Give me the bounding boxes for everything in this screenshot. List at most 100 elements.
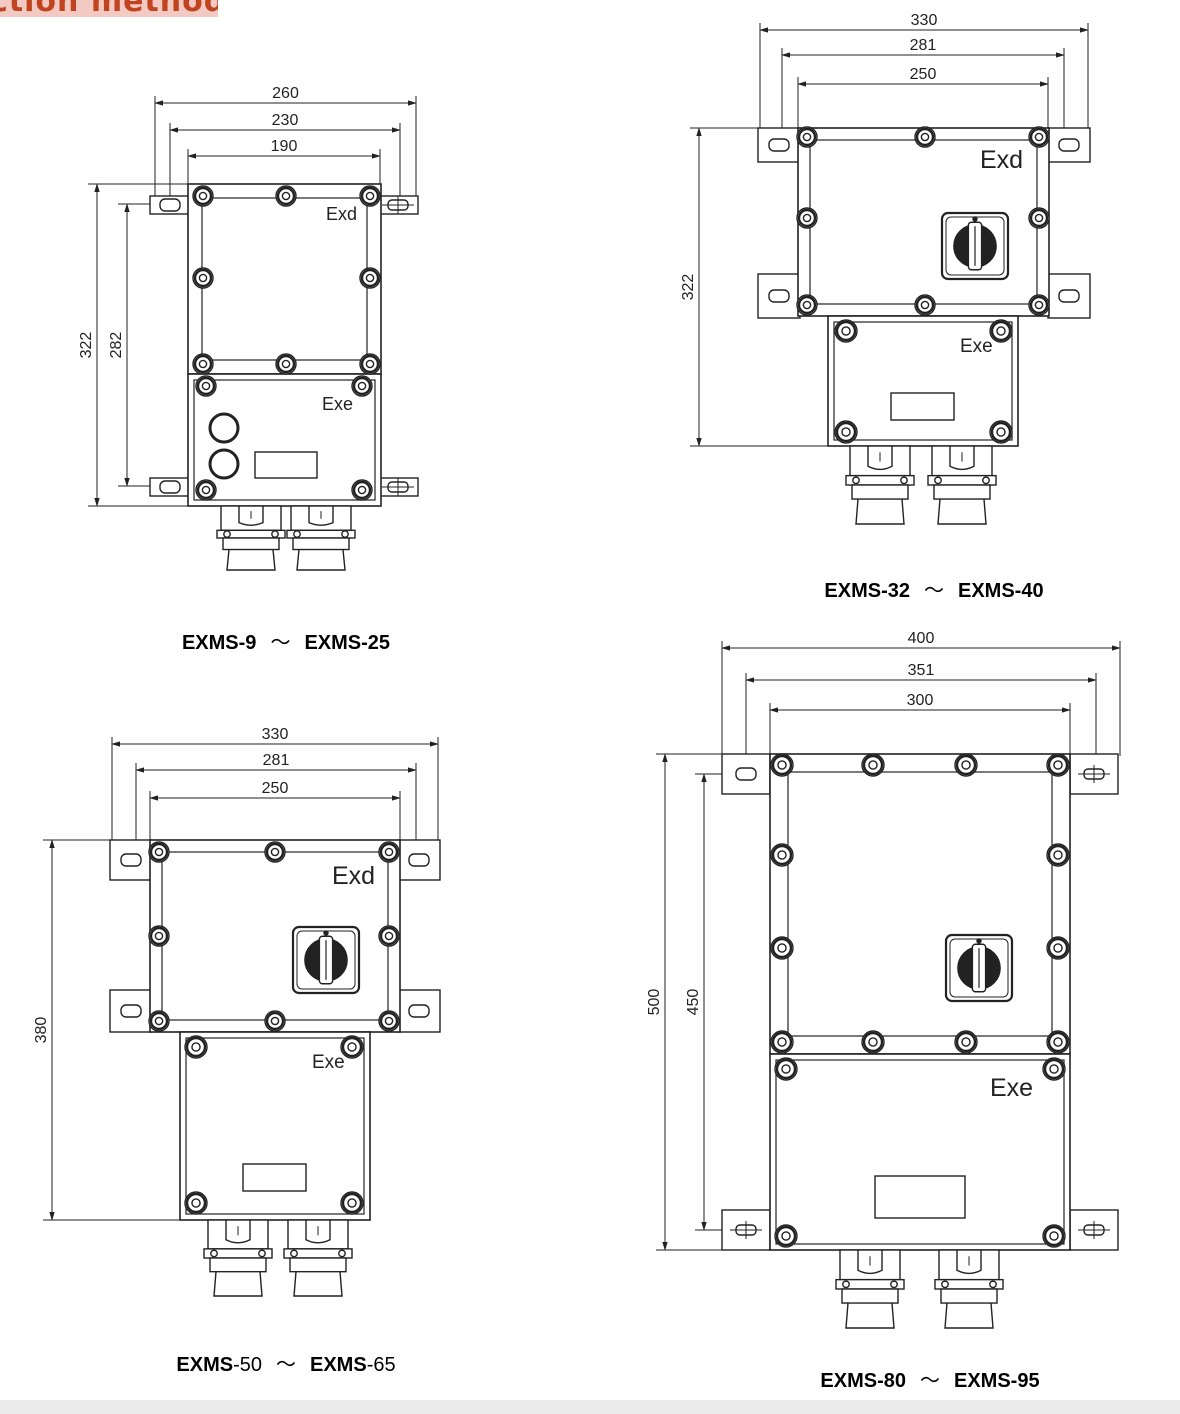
bolt-icon	[264, 841, 286, 863]
exd-label: Exd	[332, 862, 375, 890]
bolt-icon	[359, 267, 381, 289]
mounting-tab	[721, 753, 771, 795]
bolt-icon	[1046, 753, 1070, 777]
dimension-label: 351	[908, 662, 935, 679]
enclosure-frame	[769, 753, 1071, 1055]
dimension-label: 282	[108, 332, 125, 359]
enclosure-frame	[827, 315, 1019, 447]
model-b-prefix: EXMS-40	[958, 580, 1044, 602]
bolt-icon	[914, 294, 936, 316]
page-bottom-strip	[0, 1400, 1180, 1414]
bolt-icon	[989, 319, 1013, 343]
exd-label: Exd	[326, 204, 357, 224]
bolt-icon	[192, 267, 214, 289]
model-a-prefix: EXMS-80	[820, 1370, 906, 1392]
exe-label: Exe	[312, 1052, 345, 1073]
vertical-dimension: 500	[646, 753, 770, 1251]
bolt-icon	[184, 1191, 208, 1215]
cable-gland	[845, 445, 915, 525]
horizontal-dimension: 250	[149, 780, 401, 848]
dimension-label: 190	[271, 138, 298, 155]
range-separator: ～	[276, 1354, 296, 1376]
bolt-icon	[861, 753, 885, 777]
mounting-tab	[757, 273, 801, 319]
horizontal-dimension: 300	[769, 692, 1071, 756]
horizontal-dimension: 281	[781, 37, 1065, 128]
bolt-icon	[148, 925, 170, 947]
rotary-switch-icon	[944, 933, 1014, 1003]
mounting-tab	[377, 477, 419, 497]
dimension-label: 380	[33, 1017, 50, 1044]
bolt-icon	[796, 207, 818, 229]
horizontal-dimension: 400	[721, 630, 1121, 756]
bolt-icon	[1042, 1224, 1066, 1248]
bolt-icon	[954, 753, 978, 777]
mounting-tab	[1069, 1209, 1119, 1251]
bolt-icon	[796, 126, 818, 148]
section-header-title: ction methods	[0, 0, 218, 17]
dimension-label: 300	[907, 692, 934, 709]
bolt-icon	[1028, 207, 1050, 229]
bolt-icon	[148, 1010, 170, 1032]
horizontal-dimension: 351	[745, 662, 1097, 756]
bolt-icon	[834, 420, 858, 444]
bolt-icon	[796, 294, 818, 316]
bolt-icon	[340, 1191, 364, 1215]
bolt-icon	[770, 936, 794, 960]
bolt-icon	[195, 375, 217, 397]
mounting-tab	[1047, 127, 1091, 163]
dimension-label: 330	[911, 12, 938, 29]
mounting-tab	[109, 989, 153, 1033]
model-b-suffix: -65	[366, 1354, 396, 1376]
indicator-lamp-icon	[208, 448, 240, 480]
horizontal-dimension: 190	[187, 138, 381, 190]
bolt-icon	[184, 1035, 208, 1059]
bolt-icon	[834, 319, 858, 343]
caption-exms-32-40: EXMS-32～EXMS-40	[824, 574, 1043, 603]
bolt-icon	[1028, 294, 1050, 316]
horizontal-dimension: 281	[135, 752, 417, 848]
bolt-icon	[774, 1224, 798, 1248]
bolt-icon	[359, 185, 381, 207]
bolt-icon	[1046, 936, 1070, 960]
dimension-label: 322	[680, 274, 697, 301]
dimension-label: 500	[646, 989, 663, 1016]
rotary-switch-icon	[940, 211, 1010, 281]
model-b-prefix: EXMS-25	[304, 632, 391, 654]
vertical-dimension: 282	[108, 203, 160, 487]
cable-gland	[203, 1219, 273, 1297]
mounting-tab	[721, 1209, 771, 1251]
bolt-icon	[351, 375, 373, 397]
horizontal-dimension: 330	[111, 726, 439, 848]
bolt-icon	[192, 353, 214, 375]
range-separator: ～	[270, 632, 291, 654]
bolt-icon	[275, 353, 297, 375]
enclosure-frame	[179, 1031, 371, 1221]
bolt-icon	[1028, 126, 1050, 148]
horizontal-dimension: 250	[797, 66, 1049, 128]
cable-gland	[286, 505, 356, 571]
mounting-tab	[109, 839, 153, 881]
bolt-icon	[264, 1010, 286, 1032]
bolt-icon	[954, 1030, 978, 1054]
bolt-icon	[378, 841, 400, 863]
mounting-tab	[377, 195, 419, 215]
bolt-icon	[340, 1035, 364, 1059]
mounting-tab	[757, 127, 801, 163]
caption-exms-50-65: EXMS-50～EXMS-65	[176, 1348, 395, 1377]
bolt-icon	[275, 185, 297, 207]
caption-exms-80-95: EXMS-80～EXMS-95	[820, 1364, 1039, 1393]
dimension-label: 230	[272, 112, 299, 129]
range-separator: ～	[924, 580, 944, 602]
bolt-icon	[861, 1030, 885, 1054]
model-b-prefix: EXMS-95	[954, 1370, 1040, 1392]
dimension-label: 322	[78, 332, 95, 359]
mounting-tab	[149, 477, 191, 497]
section-header-banner: ction methods	[0, 0, 218, 17]
vertical-dimension: 322	[78, 183, 190, 507]
indicator-lamp-icon	[208, 412, 240, 444]
cable-gland	[934, 1249, 1004, 1329]
